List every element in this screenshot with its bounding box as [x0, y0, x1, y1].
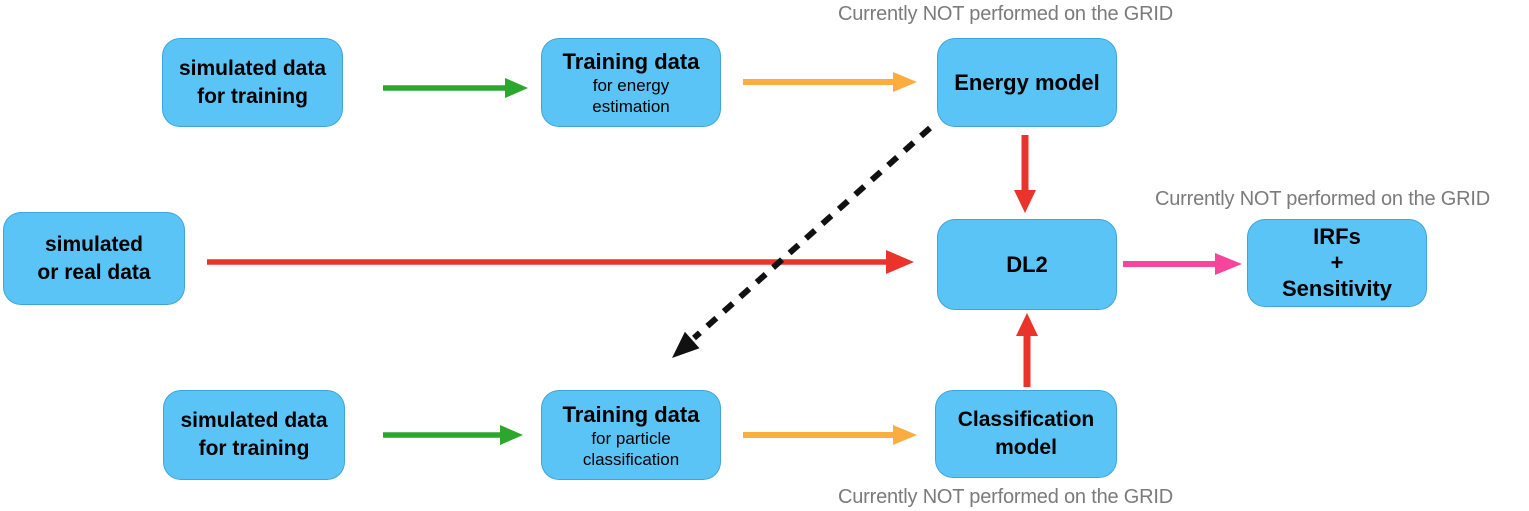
- node-label: simulated data: [180, 409, 328, 432]
- node-label: for training: [197, 84, 308, 108]
- arrow-red-long: [207, 250, 914, 274]
- node-subtitle: classification: [582, 449, 680, 469]
- note-not-on-grid-right: Currently NOT performed on the GRID: [1155, 188, 1490, 210]
- node-label: or real data: [37, 260, 151, 284]
- node-simulated-or-real-data: simulated or real data: [3, 212, 185, 305]
- arrow-orange-top: [743, 72, 917, 92]
- arrow-dashed-black: [672, 125, 932, 358]
- node-classification-model: Classification model: [935, 390, 1117, 478]
- node-label: +: [1330, 250, 1344, 275]
- arrow-pink: [1123, 253, 1242, 275]
- node-simulated-data-training-top: simulated data for training: [162, 38, 343, 127]
- arrow-red-down: [1014, 135, 1036, 213]
- node-title: Training data: [562, 401, 700, 427]
- arrow-green-top: [383, 78, 528, 98]
- node-energy-model: Energy model: [937, 38, 1117, 127]
- node-label: simulated: [44, 232, 144, 256]
- arrow-red-up: [1016, 313, 1038, 387]
- node-subtitle: for particle: [591, 428, 671, 448]
- node-training-data-particle: Training data for particle classificatio…: [541, 390, 721, 480]
- note-not-on-grid-top: Currently NOT performed on the GRID: [838, 3, 1173, 25]
- node-label: for training: [198, 437, 310, 460]
- note-not-on-grid-bottom: Currently NOT performed on the GRID: [838, 486, 1173, 508]
- node-title: Training data: [562, 49, 700, 74]
- arrow-green-bottom: [383, 425, 523, 445]
- node-title: DL2: [1006, 252, 1048, 277]
- node-training-data-energy: Training data for energy estimation: [541, 38, 721, 127]
- arrow-orange-bottom: [743, 425, 917, 445]
- node-label: Classification: [957, 408, 1095, 431]
- node-label: simulated data: [178, 56, 327, 80]
- node-title: Energy model: [954, 70, 1100, 95]
- node-simulated-data-training-bottom: simulated data for training: [163, 390, 345, 480]
- node-label: IRFs: [1313, 224, 1361, 249]
- node-label: model: [995, 436, 1057, 459]
- node-subtitle: for energy: [592, 76, 670, 95]
- node-subtitle: estimation: [592, 97, 670, 116]
- node-irfs-sensitivity: IRFs + Sensitivity: [1247, 219, 1427, 307]
- node-label: Sensitivity: [1281, 276, 1393, 301]
- node-dl2: DL2: [937, 219, 1117, 310]
